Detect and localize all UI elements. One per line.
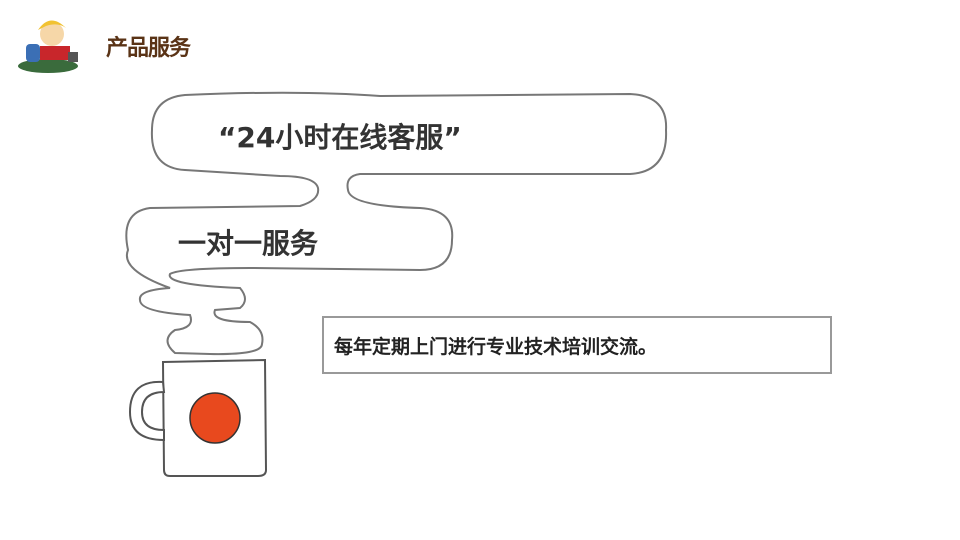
- note-box: [322, 316, 832, 374]
- page-title: 产品服务: [106, 36, 191, 61]
- service-24h-text: “24小时在线客服”: [218, 121, 462, 154]
- steam-cloud-shapes: [125, 91, 668, 356]
- mug-icon: [128, 358, 268, 477]
- boy-reading-logo: [18, 20, 78, 73]
- service-one-on-one-text: 一对一服务: [178, 227, 319, 260]
- note-text: 每年定期上门进行专业技术培训交流。: [334, 336, 658, 358]
